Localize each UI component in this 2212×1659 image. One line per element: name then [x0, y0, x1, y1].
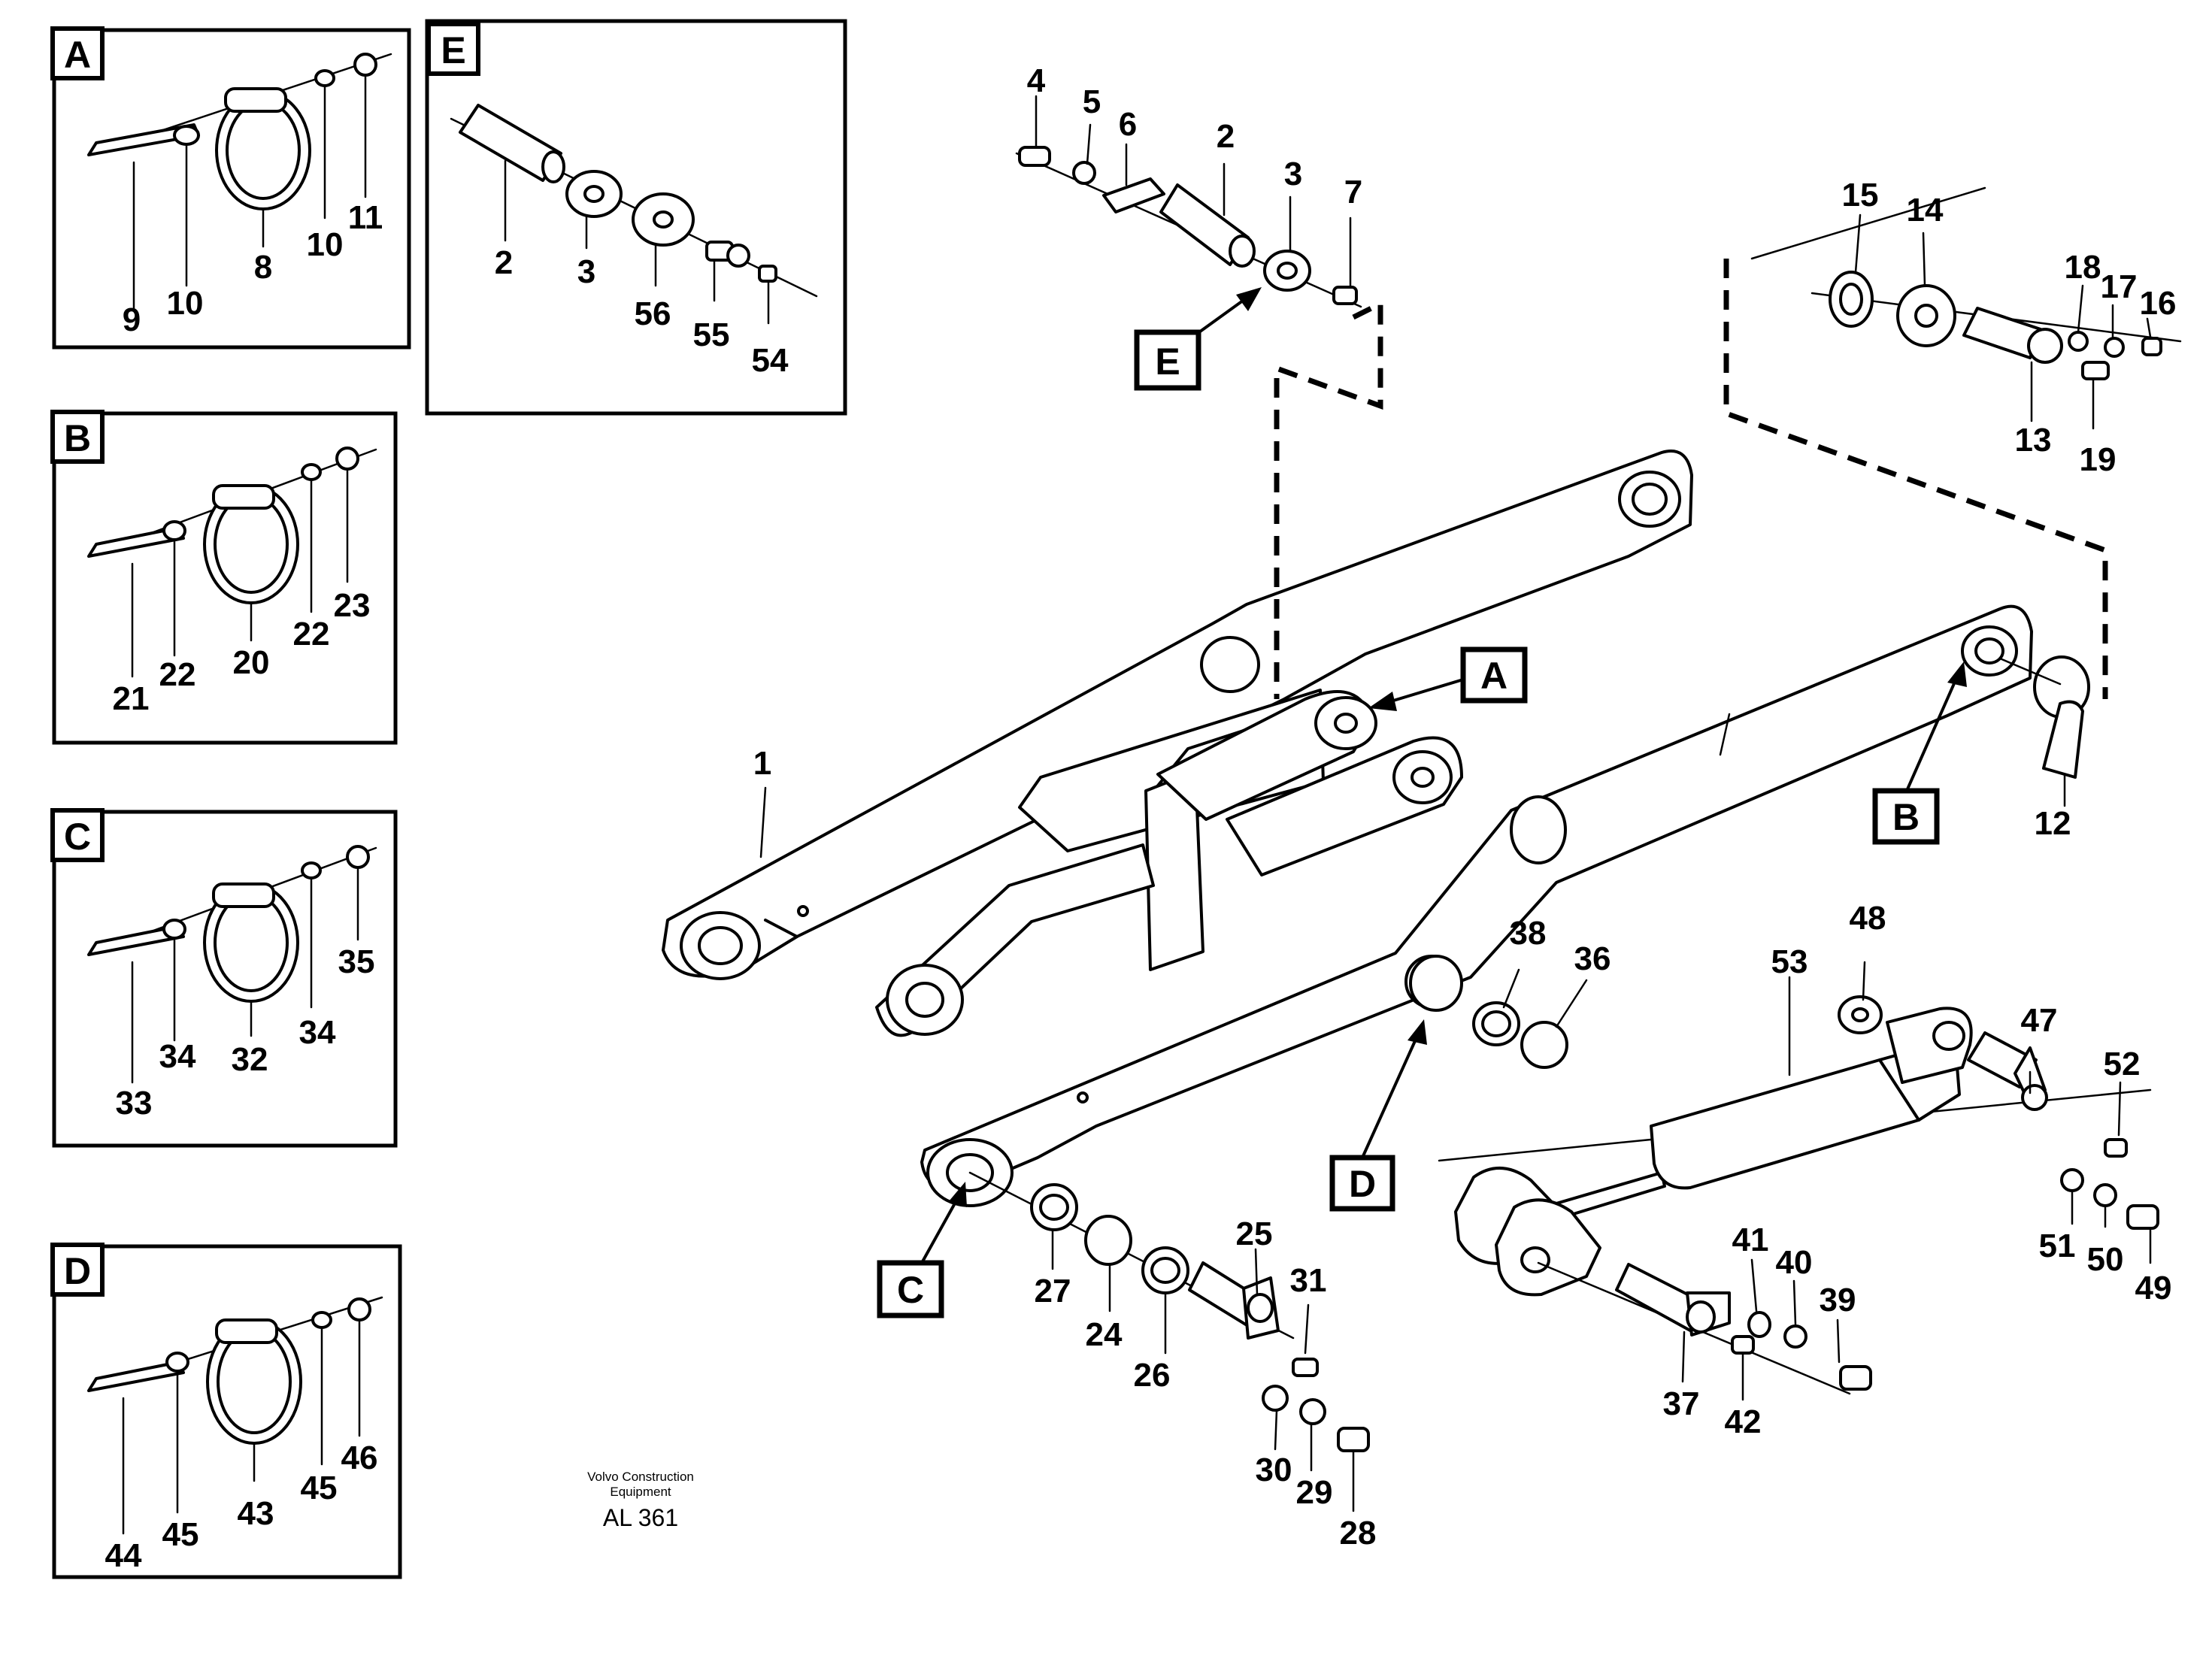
upper-right-pin-group	[1811, 213, 2182, 807]
callout-16: 16	[2140, 285, 2177, 322]
callout-26: 26	[1134, 1357, 1171, 1394]
callout-19: 19	[2080, 441, 2117, 478]
detail-letter: D	[64, 1250, 91, 1292]
callout-51: 51	[2039, 1228, 2076, 1264]
hydraulic-cylinder	[1438, 961, 2152, 1297]
letter-e: E	[1155, 341, 1180, 383]
callout-6: 6	[1119, 106, 1137, 143]
letter-d: D	[1349, 1163, 1376, 1205]
rod-end-pin-group	[1967, 1031, 2159, 1264]
callout-29: 29	[1296, 1474, 1333, 1511]
callout-36: 36	[1574, 940, 1611, 977]
callout-49: 49	[2135, 1270, 2172, 1306]
callout-17: 17	[2101, 268, 2138, 305]
callout-40: 40	[1776, 1244, 1813, 1281]
callout-37: 37	[1663, 1385, 1700, 1422]
callout-3: 3	[577, 253, 595, 290]
letter-b: B	[1892, 796, 1920, 838]
callout-42: 42	[1725, 1403, 1762, 1440]
callout-34: 34	[159, 1038, 196, 1075]
callout-1: 1	[753, 745, 771, 782]
callout-45: 45	[162, 1516, 199, 1553]
callout-15: 15	[1842, 177, 1879, 213]
callout-56: 56	[635, 295, 671, 332]
callout-2: 2	[495, 244, 513, 281]
callout-4: 4	[1027, 62, 1046, 99]
callout-9: 9	[123, 301, 141, 338]
callout-2: 2	[1217, 118, 1235, 155]
callout-48: 48	[1850, 900, 1886, 937]
letter-c: C	[897, 1269, 924, 1311]
callout-31: 31	[1290, 1262, 1327, 1299]
callout-43: 43	[238, 1495, 274, 1532]
callout-10: 10	[167, 285, 204, 322]
callout-45: 45	[301, 1470, 338, 1506]
callout-35: 35	[338, 943, 375, 980]
callout-23: 23	[334, 587, 371, 624]
callout-22: 22	[293, 616, 330, 652]
detail-letter: E	[441, 29, 465, 71]
detail-view-d: D 44 45 43 45 46	[50, 1243, 402, 1579]
callout-8: 8	[254, 249, 272, 286]
drawing-credit: Volvo Construction Equipment AL 361	[587, 1470, 694, 1531]
callout-38: 38	[1510, 915, 1547, 952]
callout-5: 5	[1083, 83, 1101, 120]
callout-12: 12	[2035, 805, 2071, 842]
front-pin-group	[968, 1171, 1370, 1512]
callout-10: 10	[307, 226, 344, 263]
callout-47: 47	[2021, 1002, 2058, 1039]
callout-55: 55	[693, 316, 730, 353]
callout-53: 53	[1771, 943, 1808, 980]
callout-13: 13	[2015, 422, 2052, 459]
lift-arm-assembly	[662, 450, 2090, 1207]
base-end-pin-group	[1537, 1258, 1872, 1401]
callout-24: 24	[1086, 1316, 1123, 1353]
callout-52: 52	[2104, 1046, 2141, 1082]
detail-view-e: E 2 3 56 55 54	[425, 19, 847, 416]
callout-54: 54	[752, 342, 789, 379]
callout-33: 33	[116, 1085, 153, 1122]
detail-letter: A	[64, 34, 91, 76]
letter-a: A	[1480, 655, 1507, 697]
middle-pivot-group	[1409, 955, 1588, 1069]
callout-27: 27	[1035, 1273, 1071, 1309]
main-callouts: 4 5 6 2 3 7 15 14 18 17 16 13 19 12 1 38…	[753, 62, 2177, 1552]
callout-28: 28	[1340, 1515, 1377, 1552]
top-pin-group	[1015, 95, 1362, 308]
callout-46: 46	[341, 1440, 378, 1476]
callout-7: 7	[1344, 174, 1362, 210]
callout-30: 30	[1256, 1452, 1292, 1488]
callout-32: 32	[232, 1041, 268, 1078]
callout-14: 14	[1907, 192, 1944, 229]
credit-line-2: Equipment	[610, 1485, 671, 1499]
callout-20: 20	[233, 644, 270, 681]
drawing-reference: AL 361	[603, 1504, 678, 1531]
detail-letter: B	[64, 417, 91, 459]
callout-11: 11	[348, 199, 383, 236]
callout-25: 25	[1236, 1215, 1273, 1252]
dashed-leaders	[1274, 186, 2108, 699]
callout-18: 18	[2065, 249, 2101, 286]
callout-34: 34	[299, 1014, 336, 1051]
credit-line-1: Volvo Construction	[587, 1470, 694, 1484]
detail-view-c: C 33 34 32 34 35	[50, 808, 398, 1148]
callout-41: 41	[1732, 1222, 1769, 1258]
callout-39: 39	[1820, 1282, 1856, 1318]
callout-50: 50	[2087, 1241, 2124, 1278]
callout-3: 3	[1284, 156, 1302, 192]
detail-view-a: A 9 10 8 10 11	[50, 26, 411, 350]
detail-letter: C	[64, 816, 91, 858]
detail-view-b: B 21 22 20 22 23	[50, 410, 398, 745]
callout-21: 21	[113, 680, 150, 717]
main-letter-boxes: E A B C D	[877, 287, 1967, 1318]
callout-22: 22	[159, 656, 196, 693]
callout-44: 44	[105, 1537, 142, 1574]
